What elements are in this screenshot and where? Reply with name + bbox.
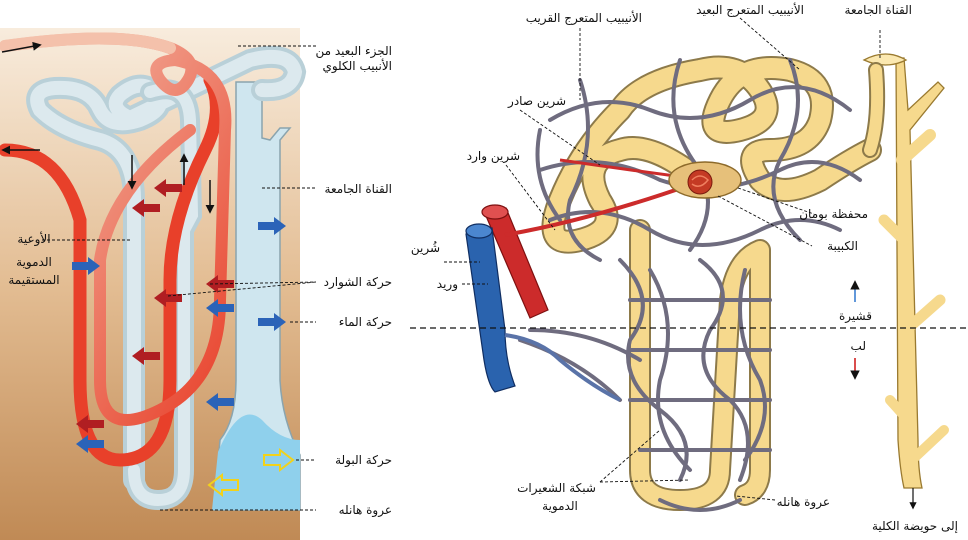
glomerulus [687,169,713,195]
label-urea-movement: حركة البولة [335,453,392,468]
inflow-arrow [1,41,42,53]
label-cortex: قشيرة [839,309,872,324]
right-panel: الأنيبيب المتعرج القريب الأنيبيب المتعرج… [410,2,968,534]
left-panel: الجزء البعيد من الأنبيب الكلوي القناة ال… [0,28,392,540]
label-water-movement: حركة الماء [339,315,392,330]
label-venule: وريد [437,277,458,292]
label-collecting-duct-right: القناة الجامعة [845,3,912,17]
water-arrows [72,217,286,453]
label-distal-tubule-2: الأنبيب الكلوي [322,58,392,74]
label-vasa-recta-3: المستقيمة [8,273,59,287]
label-bowman-capsule: محفظة بومان [799,207,868,222]
label-distal-tubule-1: الجزء البعيد من [315,44,392,59]
label-vasa-recta-2: الدموية [16,255,52,270]
afferent-arteriole [504,183,691,237]
ion-arrows [76,179,234,433]
label-capillary-network-2: الدموية [542,499,578,514]
label-loop-of-henle-right: عروة هانله [777,495,830,510]
label-to-renal-pelvis: إلى حويضة الكلية [872,519,958,534]
urea-arrows [207,447,295,498]
label-capillary-network-1: شبكة الشعيرات [517,481,596,496]
collecting-duct-base [212,414,300,510]
label-glomerulus: الكبيبة [827,239,858,253]
label-efferent-arteriole: شرين صادر [507,94,566,109]
label-medulla: لب [851,339,866,353]
renal-vein [465,227,516,393]
label-loop-of-henle-left: عروة هانله [339,503,392,518]
label-collecting-duct-left: القناة الجامعة [325,182,392,196]
label-afferent-arteriole: شرين وارد [467,149,520,164]
vasa-recta-inner [0,32,232,426]
vasa-recta-outer [0,73,223,467]
label-arteriole: شُرين [411,241,440,256]
label-ion-movement: حركة الشوارد [324,275,392,290]
label-distal-convoluted: الأنيبيب المتعرج البعيد [696,2,804,18]
label-proximal-tubule: الأنيبيب المتعرج القريب [526,10,642,26]
label-vasa-recta-1: الأوعية [17,231,50,247]
nephron-tubules [541,55,886,511]
